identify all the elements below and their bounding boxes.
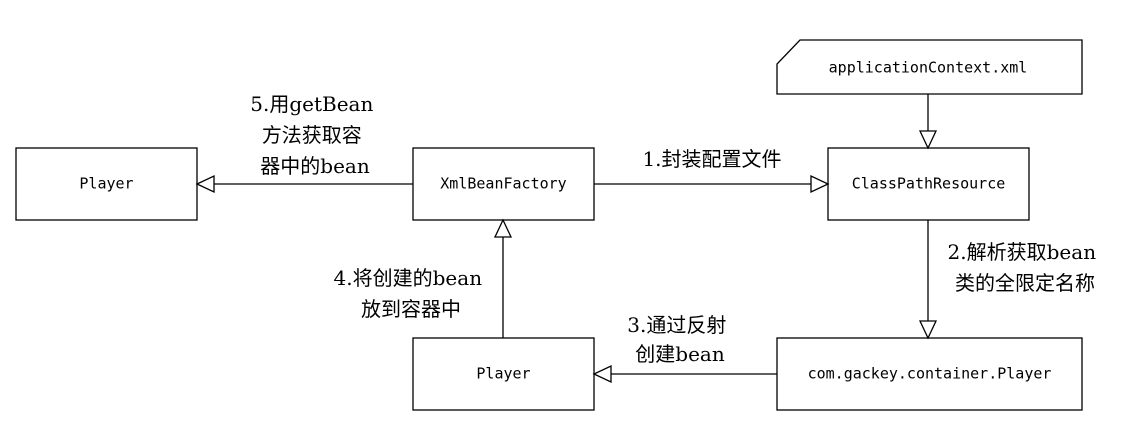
node-gackey-player[interactable]: com.gackey.container.Player bbox=[776, 337, 1083, 411]
edge-1-factory-to-resource bbox=[594, 174, 830, 194]
edge-3-class-to-player bbox=[592, 364, 777, 384]
arrowhead-up-icon bbox=[493, 218, 513, 238]
edge-2-resource-to-class bbox=[918, 220, 938, 340]
node-label: applicationContext.xml bbox=[829, 59, 1028, 77]
edge-label-5: 5.用getBean 方法获取容 器中的bean bbox=[250, 92, 379, 178]
edge-label-1: 1.封装配置文件 bbox=[642, 147, 781, 171]
node-class-path-resource[interactable]: ClassPathResource bbox=[827, 147, 1030, 221]
node-label: XmlBeanFactory bbox=[440, 175, 566, 193]
arrowhead-down-icon bbox=[918, 130, 938, 150]
node-player-left[interactable]: Player bbox=[15, 147, 198, 221]
arrowhead-right-icon bbox=[810, 174, 830, 194]
edge-label-4: 4.将创建的bean 放到容器中 bbox=[334, 266, 489, 321]
node-xml-bean-factory[interactable]: XmlBeanFactory bbox=[412, 147, 595, 221]
arrowhead-down-icon bbox=[918, 320, 938, 340]
edge-file-to-resource bbox=[918, 94, 938, 150]
edge-5-factory-to-player bbox=[195, 174, 413, 194]
node-player-bottom[interactable]: Player bbox=[412, 337, 595, 411]
node-application-context-file[interactable]: applicationContext.xml bbox=[776, 39, 1083, 95]
edge-label-3: 3.通过反射 创建bean bbox=[627, 313, 732, 366]
arrowhead-left-icon bbox=[195, 174, 215, 194]
node-label: Player bbox=[476, 365, 530, 383]
edge-4-player-to-factory bbox=[493, 218, 513, 338]
edge-label-2: 2.解析获取bean 类的全限定名称 bbox=[948, 240, 1103, 295]
arrowhead-left-icon bbox=[592, 364, 612, 384]
node-label: com.gackey.container.Player bbox=[808, 365, 1052, 383]
node-label: ClassPathResource bbox=[852, 175, 1006, 193]
node-label: Player bbox=[79, 175, 133, 193]
